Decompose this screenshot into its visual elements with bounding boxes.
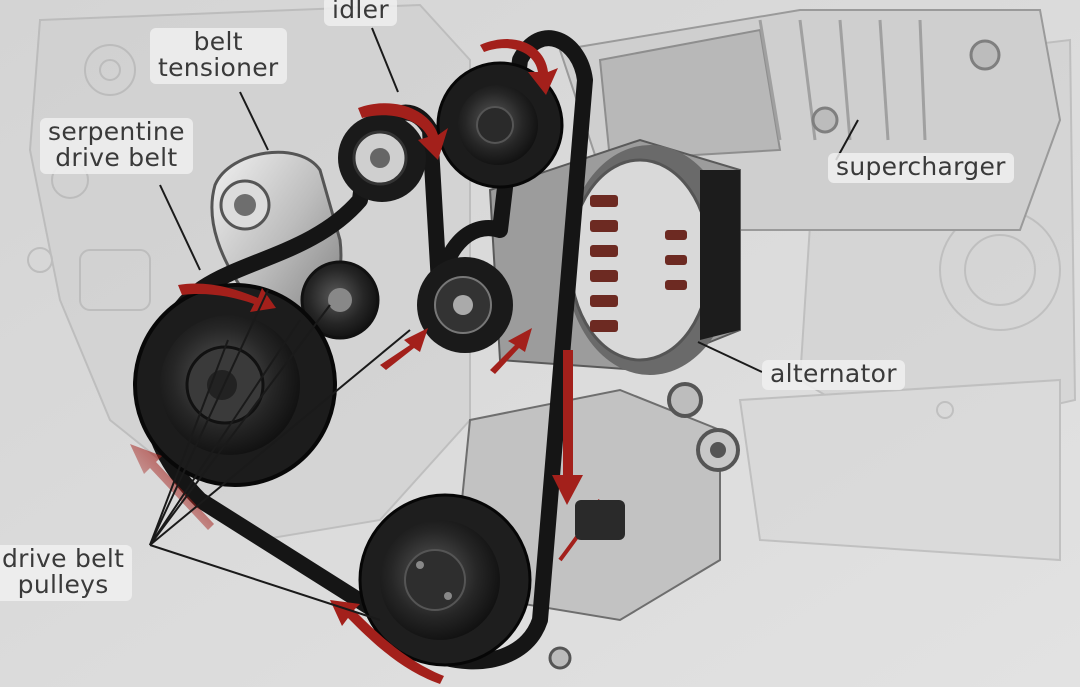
arrow-bottom bbox=[330, 600, 444, 684]
arrow-belt-down bbox=[552, 350, 583, 505]
drive-belt-pulleys-line-1: drive belt bbox=[2, 544, 125, 573]
arrow-upper bbox=[480, 39, 558, 95]
belt-tensioner-label: belt tensioner bbox=[150, 28, 287, 84]
leader-lines bbox=[149, 27, 859, 621]
idler-pulley-middle bbox=[417, 257, 513, 353]
arrow-mid-left bbox=[380, 328, 428, 370]
alternator-unit bbox=[488, 138, 741, 375]
arrow-mid-right bbox=[490, 328, 532, 374]
serpentine-drive-belt-line-1: serpentine bbox=[48, 117, 185, 146]
leader-pulley-4 bbox=[149, 304, 331, 546]
idler-pulley-top bbox=[338, 114, 426, 202]
arrow-crank-top bbox=[178, 283, 276, 312]
crank-pulley bbox=[133, 283, 337, 487]
leader-serpentine-belt bbox=[159, 184, 201, 271]
leader-pulley-5 bbox=[149, 329, 411, 546]
leader-alternator bbox=[697, 341, 763, 373]
supercharger-label: supercharger bbox=[828, 153, 1014, 183]
leader-pulley-6 bbox=[149, 544, 381, 621]
alternator-label: alternator bbox=[762, 360, 905, 390]
drive-belt-pulleys-label: drive belt pulleys bbox=[0, 544, 133, 601]
drive-belt-pulleys-line-2: pulleys bbox=[17, 570, 109, 599]
leader-pulley-2 bbox=[149, 289, 269, 546]
supercharger-label-text: supercharger bbox=[836, 152, 1006, 181]
leader-belt-tensioner bbox=[239, 91, 269, 151]
idler-label: idler bbox=[324, 0, 397, 26]
arrow-idler bbox=[358, 103, 448, 160]
leader-pulley-3 bbox=[149, 319, 301, 546]
serpentine-drive-belt-label: serpentine drive belt bbox=[40, 118, 193, 174]
leader-pulley-1 bbox=[149, 339, 229, 546]
compressor-pulley bbox=[358, 493, 532, 667]
idler-label-text: idler bbox=[332, 0, 389, 24]
alternator-label-text: alternator bbox=[770, 359, 897, 388]
belt-tensioner-line-2: tensioner bbox=[158, 53, 279, 82]
upper-pulley bbox=[436, 61, 564, 189]
belt-tensioner-line-1: belt bbox=[193, 27, 243, 56]
serpentine-drive-belt-line-2: drive belt bbox=[55, 143, 178, 172]
leader-idler bbox=[371, 27, 399, 93]
